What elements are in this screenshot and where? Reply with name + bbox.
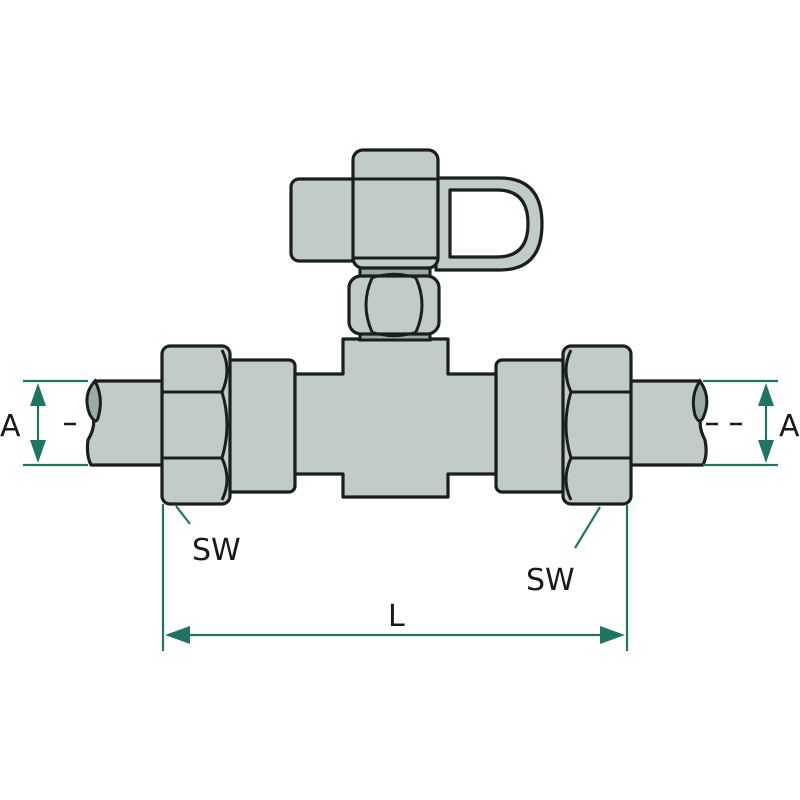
left-body-collar [223,358,297,494]
right-pipe [628,378,709,467]
label-sw-right: SW [526,563,575,598]
label-sw-left: SW [192,533,241,568]
left-pipe [85,378,167,467]
sw-leader-right [574,506,601,549]
dimension-l [161,504,629,651]
label-l: L [388,599,405,634]
right-body-collar [494,358,568,494]
sw-leader-left [175,505,191,525]
center-tee-body [293,337,498,499]
dimension-a-left [23,379,88,467]
label-a-right: A [779,409,800,444]
right-union-nut [561,344,633,506]
valve-handle [289,148,440,270]
left-union-nut [160,344,232,506]
stem-hex-nut [347,266,441,342]
handle-loop [434,176,544,272]
dimension-a-right [703,379,778,467]
label-a-left: A [0,409,21,444]
